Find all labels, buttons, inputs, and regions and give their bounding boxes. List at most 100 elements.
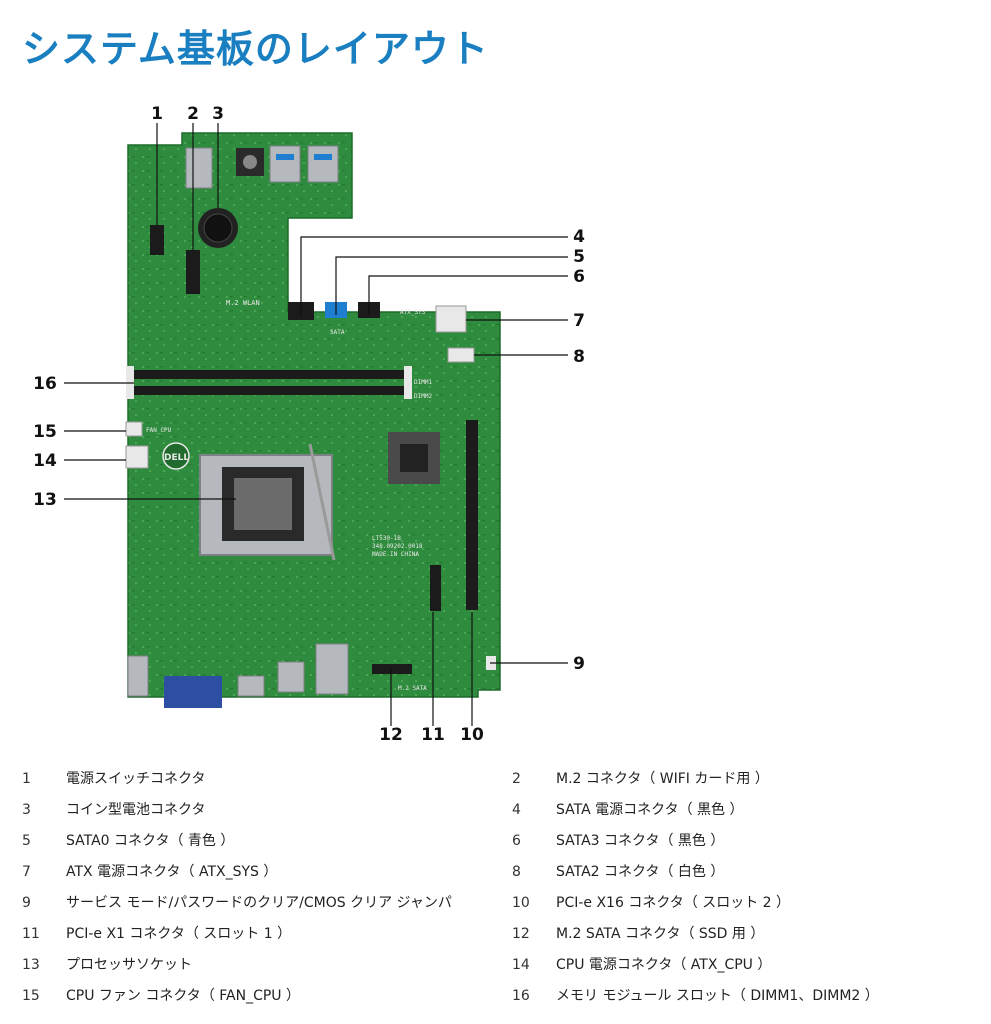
callout-number-8: 8	[573, 347, 585, 367]
legend-text: SATA2 コネクタ（ 白色 ）	[556, 864, 725, 880]
legend-text: CPU ファン コネクタ（ FAN_CPU ）	[66, 988, 300, 1004]
callout-number-16: 16	[33, 374, 57, 394]
dimm-slot-2	[128, 386, 410, 395]
callout-number-9: 9	[573, 654, 585, 674]
dimm-slot-1	[128, 370, 410, 379]
legend-number: 6	[512, 833, 521, 849]
ethernet-port	[315, 643, 349, 695]
legend-text: PCI-e X16 コネクタ（ スロット 2 ）	[556, 895, 791, 911]
legend-text: M.2 SATA コネクタ（ SSD 用 ）	[556, 926, 765, 942]
legend-number: 4	[512, 802, 521, 818]
callout-number-5: 5	[573, 247, 585, 267]
legend-text: メモリ モジュール スロット（ DIMM1、DIMM2 ）	[556, 988, 879, 1004]
legend-number: 15	[22, 988, 40, 1004]
atx-sys-silkscreen: ATX_SYS	[400, 309, 426, 316]
legend-item-4: 4 SATA 電源コネクタ（ 黒色 ）	[512, 795, 972, 825]
callout-lines	[64, 123, 568, 726]
displayport-1	[237, 675, 265, 697]
cpu-power-connector	[125, 445, 149, 469]
legend-text: プロセッサソケット	[66, 957, 192, 973]
pcie-x1-slot	[430, 565, 441, 611]
callout-number-12: 12	[379, 725, 403, 745]
legend-number: 2	[512, 771, 521, 787]
usb-port-top-2-tongue	[314, 154, 332, 160]
callout-number-14: 14	[33, 451, 57, 471]
usb-port-top-1-tongue	[276, 154, 294, 160]
legend-item-7: 7 ATX 電源コネクタ（ ATX_SYS ）	[22, 857, 482, 887]
m2-wlan-silkscreen: M.2 WLAN	[226, 299, 260, 307]
m2-sata-silkscreen: M.2 SATA	[398, 685, 427, 692]
vga-port	[164, 676, 222, 708]
legend-number: 9	[22, 895, 31, 911]
legend-item-15: 15 CPU ファン コネクタ（ FAN_CPU ）	[22, 981, 482, 1011]
pcie-x16-slot	[466, 420, 478, 610]
rear-io-bracket	[127, 655, 149, 697]
dimm1-silkscreen: DIMM1	[414, 379, 432, 386]
callout-number-4: 4	[573, 227, 585, 247]
callout-number-1: 1	[151, 104, 163, 124]
audio-jack-hole	[243, 155, 257, 169]
sata-silkscreen: SATA	[330, 329, 345, 336]
legend-text: CPU 電源コネクタ（ ATX_CPU ）	[556, 957, 772, 973]
legend-text: M.2 コネクタ（ WIFI カード用 ）	[556, 771, 769, 787]
dimm-latch-right	[404, 366, 412, 399]
legend-item-16: 16 メモリ モジュール スロット（ DIMM1、DIMM2 ）	[512, 981, 972, 1011]
dimm2-silkscreen: DIMM2	[414, 393, 432, 400]
page-title: システム基板のレイアウト	[22, 27, 489, 71]
callout-number-6: 6	[573, 267, 585, 287]
legend-item-2: 2 M.2 コネクタ（ WIFI カード用 ）	[512, 764, 972, 794]
legend-text: SATA0 コネクタ（ 青色 ）	[66, 833, 235, 849]
atx-sys-connector	[435, 305, 467, 333]
motherboard-diagram: M.2 WLAN SATA ATX_SYS DIMM1 DIMM2 FAN_CP…	[33, 104, 585, 745]
callout-number-15: 15	[33, 422, 57, 442]
dell-logo	[162, 442, 190, 470]
legend-text: SATA 電源コネクタ（ 黒色 ）	[556, 802, 744, 818]
chipset-die	[400, 444, 428, 472]
legend-item-14: 14 CPU 電源コネクタ（ ATX_CPU ）	[512, 950, 972, 980]
cpu-socket-pins	[234, 478, 292, 530]
displayport-2	[277, 661, 305, 693]
legend-item-6: 6 SATA3 コネクタ（ 黒色 ）	[512, 826, 972, 856]
m2-sata-connector	[372, 664, 412, 674]
legend-text: PCI-e X1 コネクタ（ スロット 1 ）	[66, 926, 292, 942]
sata2-connector	[447, 347, 475, 363]
legend-number: 7	[22, 864, 31, 880]
power-switch-connector	[150, 225, 164, 255]
usb-port-top-1	[269, 145, 301, 183]
legend-number: 13	[22, 957, 40, 973]
legend-text: 電源スイッチコネクタ	[66, 771, 206, 787]
legend-number: 8	[512, 864, 521, 880]
callout-number-7: 7	[573, 311, 585, 331]
pcb-board	[127, 132, 501, 698]
callout-number-11: 11	[421, 725, 445, 745]
legend-number: 16	[512, 988, 530, 1004]
legend-item-8: 8 SATA2 コネクタ（ 白色 ）	[512, 857, 972, 887]
rear-io-port-1	[185, 147, 213, 189]
callout-number-3: 3	[212, 104, 224, 124]
legend-text: サービス モード/パスワードのクリア/CMOS クリア ジャンパ	[66, 895, 452, 911]
legend-number: 14	[512, 957, 530, 973]
legend-text: コイン型電池コネクタ	[66, 802, 206, 818]
m2-wlan-connector	[186, 250, 200, 294]
usb-port-top-2	[307, 145, 339, 183]
legend-text: SATA3 コネクタ（ 黒色 ）	[556, 833, 725, 849]
callout-number-10: 10	[460, 725, 484, 745]
legend-number: 1	[22, 771, 31, 787]
callout-number-2: 2	[187, 104, 199, 124]
coin-battery-face	[203, 213, 233, 243]
legend-number: 10	[512, 895, 530, 911]
fan-silkscreen: FAN_CPU	[146, 427, 172, 434]
legend-text: ATX 電源コネクタ（ ATX_SYS ）	[66, 864, 278, 880]
callout-number-13: 13	[33, 490, 57, 510]
legend-item-10: 10 PCI-e X16 コネクタ（ スロット 2 ）	[512, 888, 972, 918]
legend-item-1: 1 電源スイッチコネクタ	[22, 764, 482, 794]
legend-item-13: 13 プロセッサソケット	[22, 950, 482, 980]
dell-logo-text: DELL	[164, 453, 189, 463]
